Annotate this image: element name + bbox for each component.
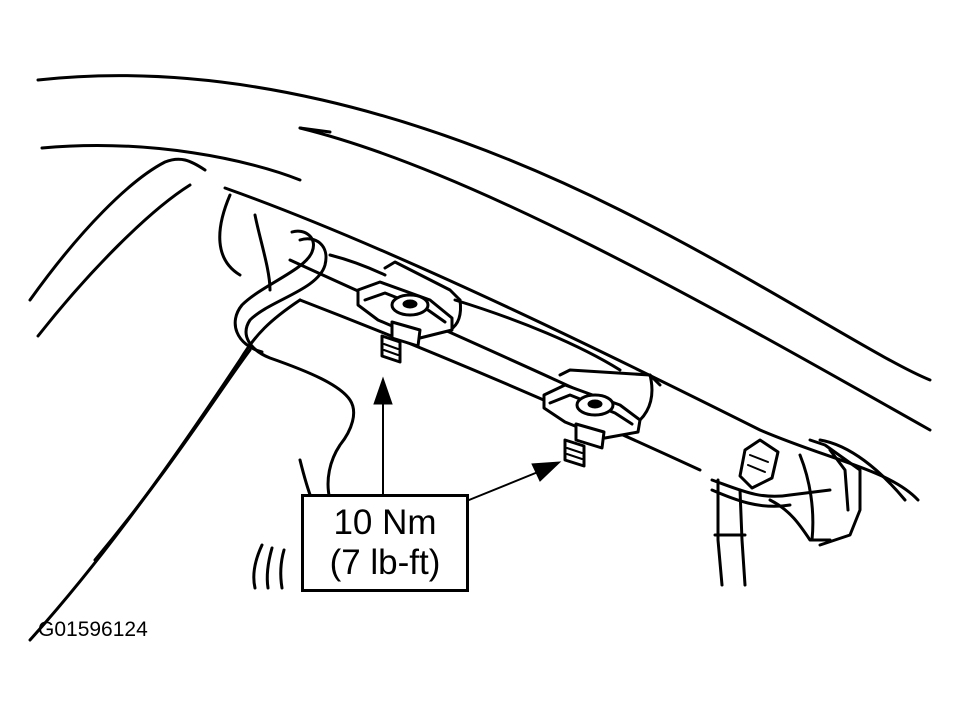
torque-metric-label: 10 Nm	[333, 503, 437, 542]
arrow-head-left-icon	[373, 376, 393, 405]
electrical-connector	[710, 438, 862, 587]
fuel-line-tube	[28, 229, 356, 642]
torque-imperial-label: (7 lb-ft)	[329, 543, 441, 582]
body-panel	[28, 74, 932, 502]
arrow-head-right-icon	[531, 461, 562, 482]
torque-callout-box: 10 Nm (7 lb-ft)	[301, 494, 469, 592]
mounting-rail	[218, 193, 702, 472]
callout-arrows	[373, 376, 562, 501]
mounting-nut-left	[356, 280, 454, 364]
figure-id-label: G01596124	[38, 618, 148, 641]
mounting-nut-right	[542, 383, 642, 468]
